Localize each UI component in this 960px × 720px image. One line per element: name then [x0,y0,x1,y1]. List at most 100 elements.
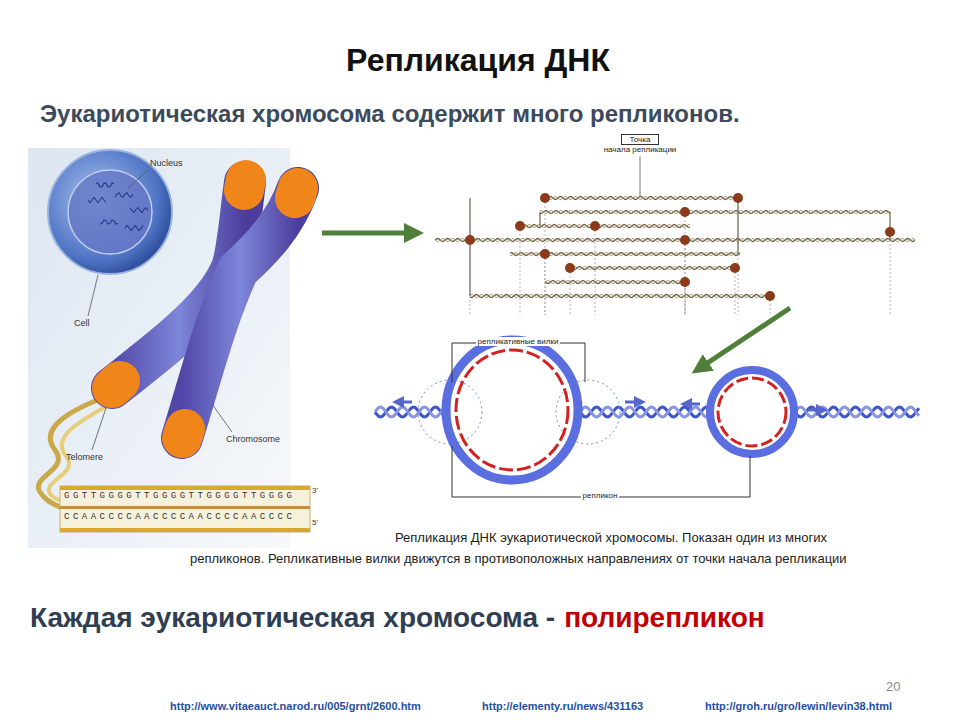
replication-schema [738,198,739,315]
replicon-bubbles [795,407,919,417]
replication-schema [543,196,737,199]
key-term: полирепликон [564,602,765,634]
replicon-bubbles [710,370,794,454]
subtitle: Эукариотическая хромосома содержит много… [40,100,740,128]
replication-schema [680,277,690,287]
cell-figure [100,220,118,224]
chromosome-figure [112,180,298,438]
replicon-bubbles [398,401,412,404]
replication-schema [680,207,690,217]
replication-schema [890,232,891,315]
replicon-bubbles [375,407,445,417]
replication-schema [885,227,895,237]
replication-schema [545,280,685,283]
cell-figure [96,183,114,187]
sequence-strip [60,486,310,532]
replicon-bubbles [625,401,640,404]
cell-figure [48,150,172,274]
replication-schema [570,268,571,315]
replicon-bubbles [446,340,578,480]
replication-schema [735,268,736,315]
cell-figure [125,226,143,231]
replication-schema [680,235,690,245]
strand-end: 3' [312,486,318,495]
cell-figure [68,170,152,254]
replication-schema [590,221,600,231]
chromosome-figure [244,180,246,190]
cell-figure [88,198,106,203]
replication-schema [570,266,734,269]
dna-coil [49,402,114,500]
cell-figure [88,183,148,230]
replication-schema [470,295,770,298]
replicon-bubbles [795,407,919,417]
sequence-strip [60,486,310,490]
cell-figure [48,150,172,274]
replication-schema [515,221,525,231]
replication-schema [540,211,890,214]
replication-schema [465,235,475,245]
sequence-strip [60,506,310,509]
replication-schema [520,226,521,315]
leader-line [92,408,106,450]
figure-caption: Репликация ДНК эукариотической хромосомы… [190,527,890,569]
origin-label: начала репликации [602,145,679,154]
replication-schema [520,224,690,227]
source-link: http://groh.ru/gro/lewin/levin38.html [705,700,892,713]
dna-sequence: GGTTGGGGTTGGGGTTGGGGTTGGGG [64,491,295,501]
replicon-bubbles [375,407,445,417]
chromosome-figure [182,429,185,438]
source-link: http://www.vitaeauct.narod.ru/005/grnt/2… [170,700,421,713]
part-label: Nucleus [150,158,183,168]
leader-line [212,404,232,432]
replication-schema [765,291,775,301]
cell-figure [130,208,148,213]
page-number: 20 [886,680,900,695]
leader-line [88,170,232,450]
replicon-bubbles [686,403,700,406]
strand-end: 5' [312,518,318,527]
chromosome-figure [112,381,120,388]
bracket-label: репликон [581,491,620,500]
dna-sequence: CCAACCCCAACCCCAACCCCAACCCC [64,512,295,522]
replication-schema [733,193,743,203]
bracket [452,446,750,497]
replication-schema [539,212,540,226]
bracket [452,343,750,497]
chromosome-figure [182,188,298,438]
replication-schema [543,196,737,199]
replication-schema [435,238,915,241]
source-link: http://elementy.ru/news/431163 [482,700,643,713]
replication-schema [540,193,550,203]
origin-marker: Точканачала репликации [602,134,679,154]
replication-schema [570,266,734,269]
replication-schema [565,263,575,273]
replicon-bubbles [718,378,786,446]
replicon-bubbles [456,350,568,470]
replication-schema [545,254,546,315]
replication-schema [545,281,685,284]
leader-line [128,170,148,188]
bracket [452,343,585,382]
slide-title: Репликация ДНК [346,42,610,79]
chromosome-figure [295,188,298,198]
replicon-bubbles [808,409,822,412]
replication-schema [520,225,690,228]
replicon-bubbles [580,407,708,417]
sequence-strip [60,486,310,532]
part-label: Chromosome [226,434,280,444]
replication-schema [470,240,471,315]
replication-schema [470,294,770,297]
green-arrow [322,233,790,368]
replication-schema [730,263,740,273]
part-label: Telomere [66,452,103,462]
cell-figure [115,193,133,198]
origin-box: Точка [621,134,660,145]
replication-schema [685,212,686,315]
replication-schema [435,239,915,242]
replicon-bubbles [580,407,708,417]
leader-line [640,156,641,196]
replication-schema [595,226,596,315]
replicon-bubbles [375,340,919,480]
